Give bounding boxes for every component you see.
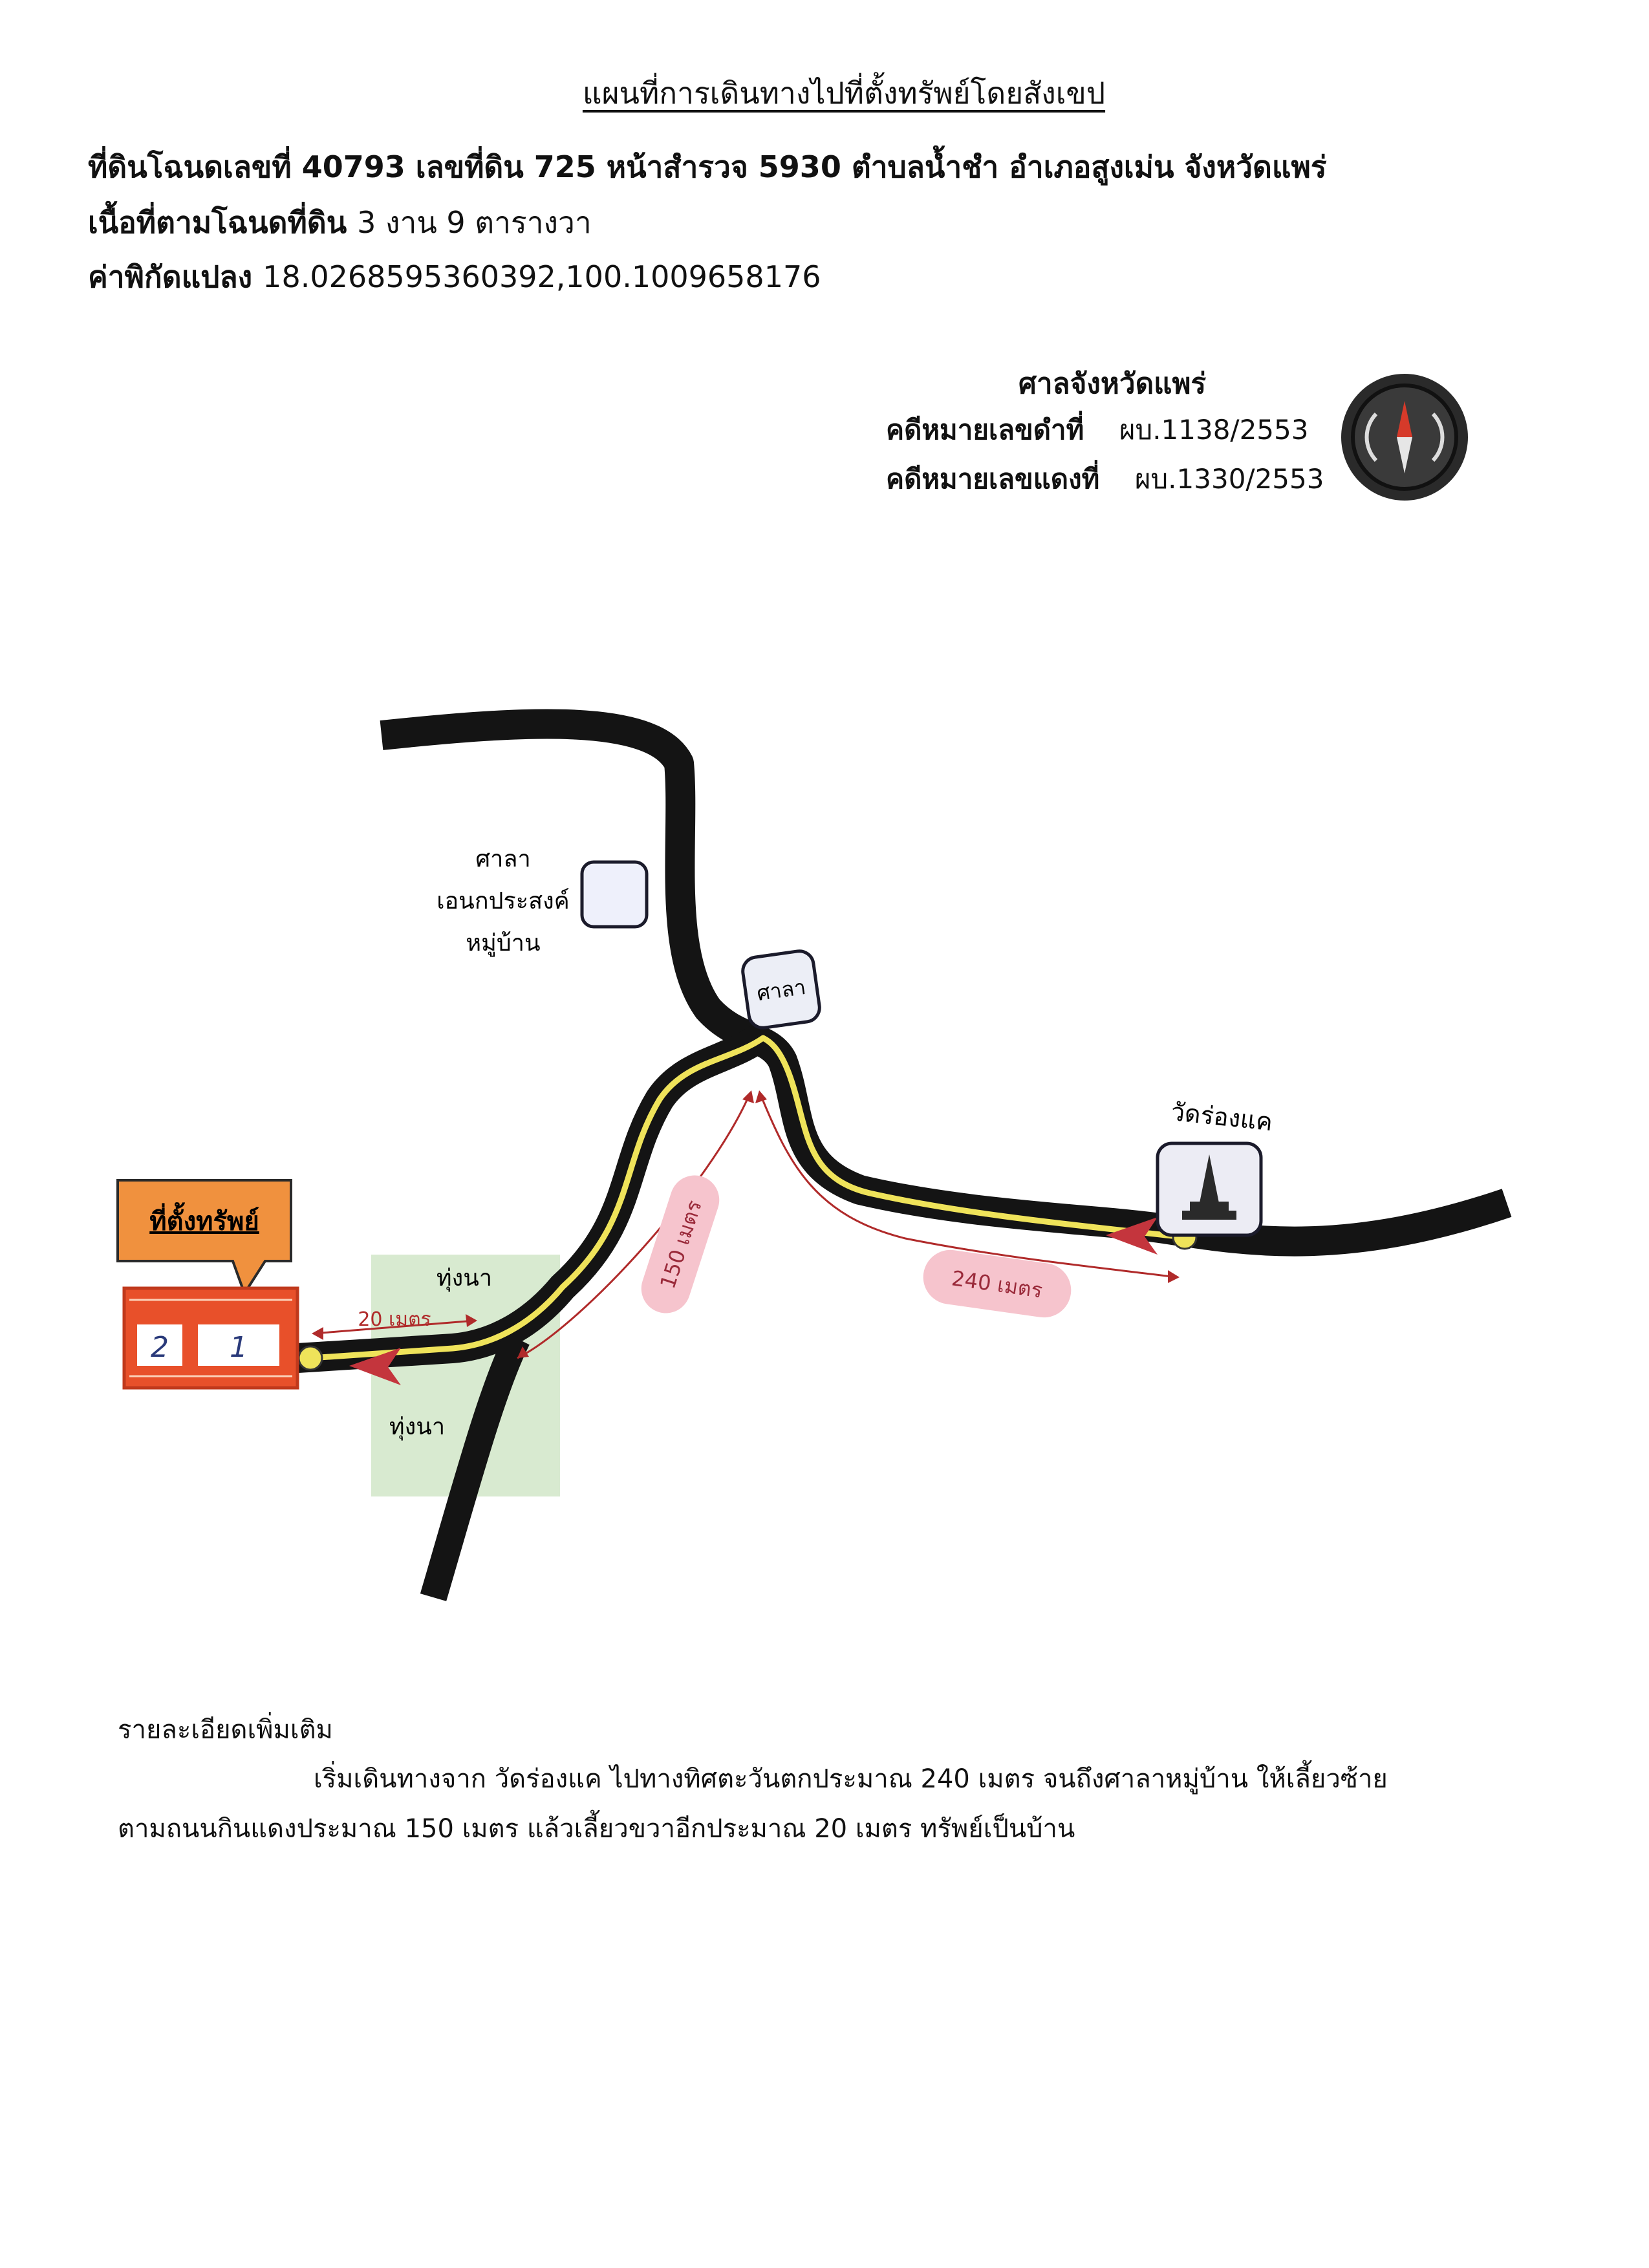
plot-number-right: 1 xyxy=(230,1331,248,1364)
black-case-label: คดีหมายเลขดำที่ xyxy=(886,414,1084,446)
red-case-label: คดีหมายเลขแดงที่ xyxy=(886,463,1100,495)
court-name: ศาลจังหวัดแพร่ xyxy=(1018,367,1207,400)
compass-icon xyxy=(1341,374,1468,501)
route-end-marker xyxy=(297,1345,323,1371)
distance-pill-240m: 240 เมตร xyxy=(923,1249,1072,1318)
travel-route xyxy=(307,1035,1187,1361)
temple-marker xyxy=(1156,1141,1263,1237)
rice-field-label-top: ทุ่งนา xyxy=(436,1265,492,1292)
details-heading: รายละเอียดเพิ่มเติม xyxy=(118,1715,333,1745)
direction-arrow-icon xyxy=(349,1348,401,1385)
area-value: 3 งาน 9 ตารางวา xyxy=(357,205,592,240)
coordinate-label: ค่าพิกัดแปลง xyxy=(88,259,253,294)
property-callout: ที่ตั้งทรัพย์ xyxy=(116,1179,292,1297)
page-title: แผนที่การเดินทางไปที่ตั้งทรัพย์โดยสังเขป xyxy=(582,76,1106,111)
property-label: ที่ตั้งทรัพย์ xyxy=(149,1202,259,1237)
distance-lines xyxy=(313,1092,1178,1359)
black-case-value: ผบ.1138/2553 xyxy=(1119,414,1309,446)
village-hall-marker xyxy=(580,860,649,929)
area-line: เนื้อที่ตามโฉนดที่ดิน 3 งาน 9 ตารางวา xyxy=(88,199,592,246)
distance-arrowheads xyxy=(312,1090,1180,1358)
pavilion-marker: ศาลา xyxy=(741,949,821,1030)
village-hall-label-3: หมู่บ้าน xyxy=(466,930,540,957)
direction-arrow-icon xyxy=(1106,1217,1158,1255)
coordinate-line: ค่าพิกัดแปลง 18.0268595360392,100.100965… xyxy=(88,254,821,301)
details-paragraph-1: เริ่มเดินทางจาก วัดร่องแค ไปทางทิศตะวันต… xyxy=(314,1764,1388,1794)
temple-label: วัดร่องแค xyxy=(1170,1097,1274,1136)
rice-field-label-bottom: ทุ่งนา xyxy=(389,1414,445,1441)
village-hall-label-1: ศาลา xyxy=(475,846,530,872)
details-paragraph-2: ตามถนนกินแดงประมาณ 150 เมตร แล้วเลี้ยวขว… xyxy=(118,1814,1075,1844)
red-case-line: คดีหมายเลขแดงที่ ผบ.1330/2553 xyxy=(886,458,1324,501)
coordinate-value: 18.0268595360392,100.1009658176 xyxy=(263,259,821,294)
land-deed-line: ที่ดินโฉนดเลขที่ 40793 เลขที่ดิน 725 หน้… xyxy=(88,149,1327,184)
plot-number-left: 2 xyxy=(151,1331,169,1364)
area-label: เนื้อที่ตามโฉนดที่ดิน xyxy=(88,205,347,240)
distance-pill-150m: 150 เมตร xyxy=(641,1175,720,1313)
red-case-value: ผบ.1330/2553 xyxy=(1134,463,1324,495)
property-plot: 2 1 xyxy=(122,1286,299,1390)
village-hall-label-2: เอนกประสงค์ xyxy=(436,888,570,914)
distance-label-20m: 20 เมตร xyxy=(358,1308,431,1331)
black-case-line: คดีหมายเลขดำที่ ผบ.1138/2553 xyxy=(886,409,1308,451)
stupa-icon xyxy=(1182,1154,1236,1220)
